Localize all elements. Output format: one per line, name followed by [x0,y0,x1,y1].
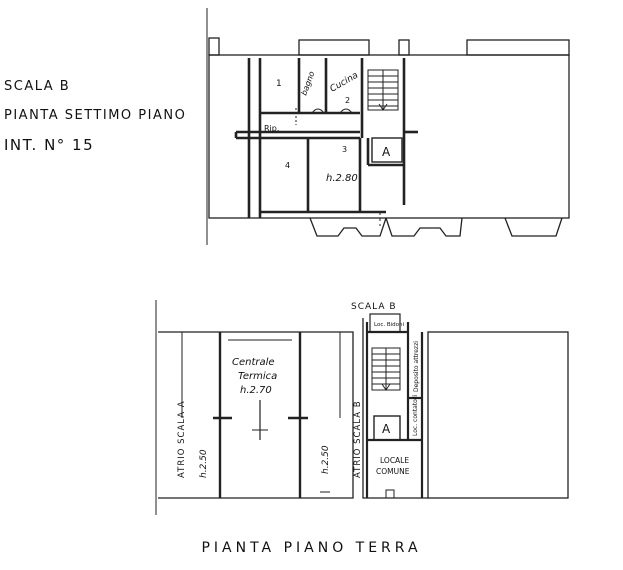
locale-label: LOCALE [380,456,409,465]
room-3-label: 3 [342,145,347,154]
comune-label: COMUNE [376,467,410,476]
cucina-label: Cucina [329,71,361,95]
sheet-title-line1: SCALA B [4,79,71,94]
upper-floor-plan [206,8,570,245]
room-1-label: 1 [276,79,282,89]
contatori-label: Loc. contatori [412,395,419,436]
sheet-title-line3: INT. N° 15 [4,136,95,154]
bidoni-label: Loc. Bidoni [374,322,404,328]
room-4-label: 4 [285,161,290,170]
atrio-a-height-label: h.2.50 [199,449,209,478]
bagno-label: bagno [299,70,316,97]
upper-elevator-label: A [382,145,391,159]
atrio-a-label: ATRIO SCALA A [177,400,187,478]
ripostiglio-label: Rip. [264,124,279,133]
upper-height-label: h.2.80 [326,173,358,184]
lower-elevator-label: A [382,422,391,436]
room-2-label: 2 [345,96,350,105]
centrale-label: Centrale [232,357,275,368]
stair-b-label: SCALA B [351,302,397,312]
sheet-title-line2: PIANTA SETTIMO PIANO [4,108,187,123]
atrio-b-label: ATRIO SCALA B [353,400,363,478]
plan-caption: PIANTA PIANO TERRA [201,540,422,556]
deposito-label: Deposito attrezzi [413,341,420,392]
central-height-label: h.2.70 [240,385,272,396]
termica-label: Termica [238,371,277,382]
atrio-mid-height-label: h.2.50 [321,445,331,474]
ground-floor-plan [155,300,569,515]
